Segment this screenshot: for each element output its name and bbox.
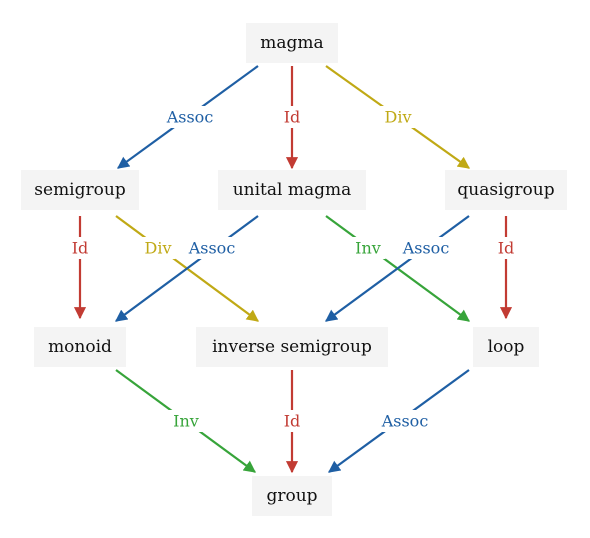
edge-label-backing [378, 410, 432, 432]
edge-label-backing [185, 237, 239, 259]
edge-label-div: Div [145, 239, 172, 258]
edge-label-backing [279, 410, 305, 432]
edge-label-backing [279, 106, 305, 128]
node-group: group [252, 476, 332, 516]
edges-layer [73, 65, 513, 474]
edge-label-assoc: Assoc [402, 239, 450, 258]
node-unital-magma: unital magma [218, 170, 366, 210]
edge-label-id: Id [72, 239, 89, 258]
node-box [218, 170, 366, 210]
edge-unital-magma-to-monoid [115, 215, 259, 322]
edge-label-backing [140, 237, 176, 259]
edge-label-backing [380, 106, 416, 128]
node-box [252, 476, 332, 516]
node-label: monoid [48, 337, 112, 357]
node-box [473, 327, 539, 367]
edge-label-id: Id [284, 412, 301, 431]
edge-label-backing [67, 237, 93, 259]
edge-label-assoc: Assoc [166, 108, 214, 127]
edge-label-assoc: Assoc [188, 239, 236, 258]
node-label: quasigroup [457, 180, 554, 200]
node-label: loop [488, 337, 525, 357]
node-label: inverse semigroup [212, 337, 372, 357]
node-inverse-semigroup: inverse semigroup [196, 327, 388, 367]
node-box [21, 170, 139, 210]
node-label: magma [260, 33, 323, 53]
edge-label-backing [163, 106, 217, 128]
node-label: semigroup [34, 180, 126, 200]
edge-label-assoc: Assoc [381, 412, 429, 431]
edge-label-div: Div [385, 108, 412, 127]
edge-label-backing [350, 237, 386, 259]
node-box [445, 170, 567, 210]
node-box [246, 23, 338, 63]
edge-label-backing [493, 237, 519, 259]
edge-label-inv: Inv [173, 412, 199, 431]
edge-label-backing [399, 237, 453, 259]
node-semigroup: semigroup [21, 170, 139, 210]
node-label: group [266, 486, 317, 506]
node-box [196, 327, 388, 367]
edge-label-backing [168, 410, 204, 432]
node-label: unital magma [233, 180, 352, 200]
edge-label-id: Id [284, 108, 301, 127]
node-box [34, 327, 126, 367]
node-monoid: monoid [34, 327, 126, 367]
node-magma: magma [246, 23, 338, 63]
edge-label-inv: Inv [355, 239, 381, 258]
node-quasigroup: quasigroup [445, 170, 567, 210]
node-loop: loop [473, 327, 539, 367]
edge-quasigroup-to-inverse-semigroup [325, 215, 470, 322]
nodes-layer: magma semigroup unital magma quasigroup mono… [21, 23, 567, 516]
edge-label-id: Id [498, 239, 515, 258]
